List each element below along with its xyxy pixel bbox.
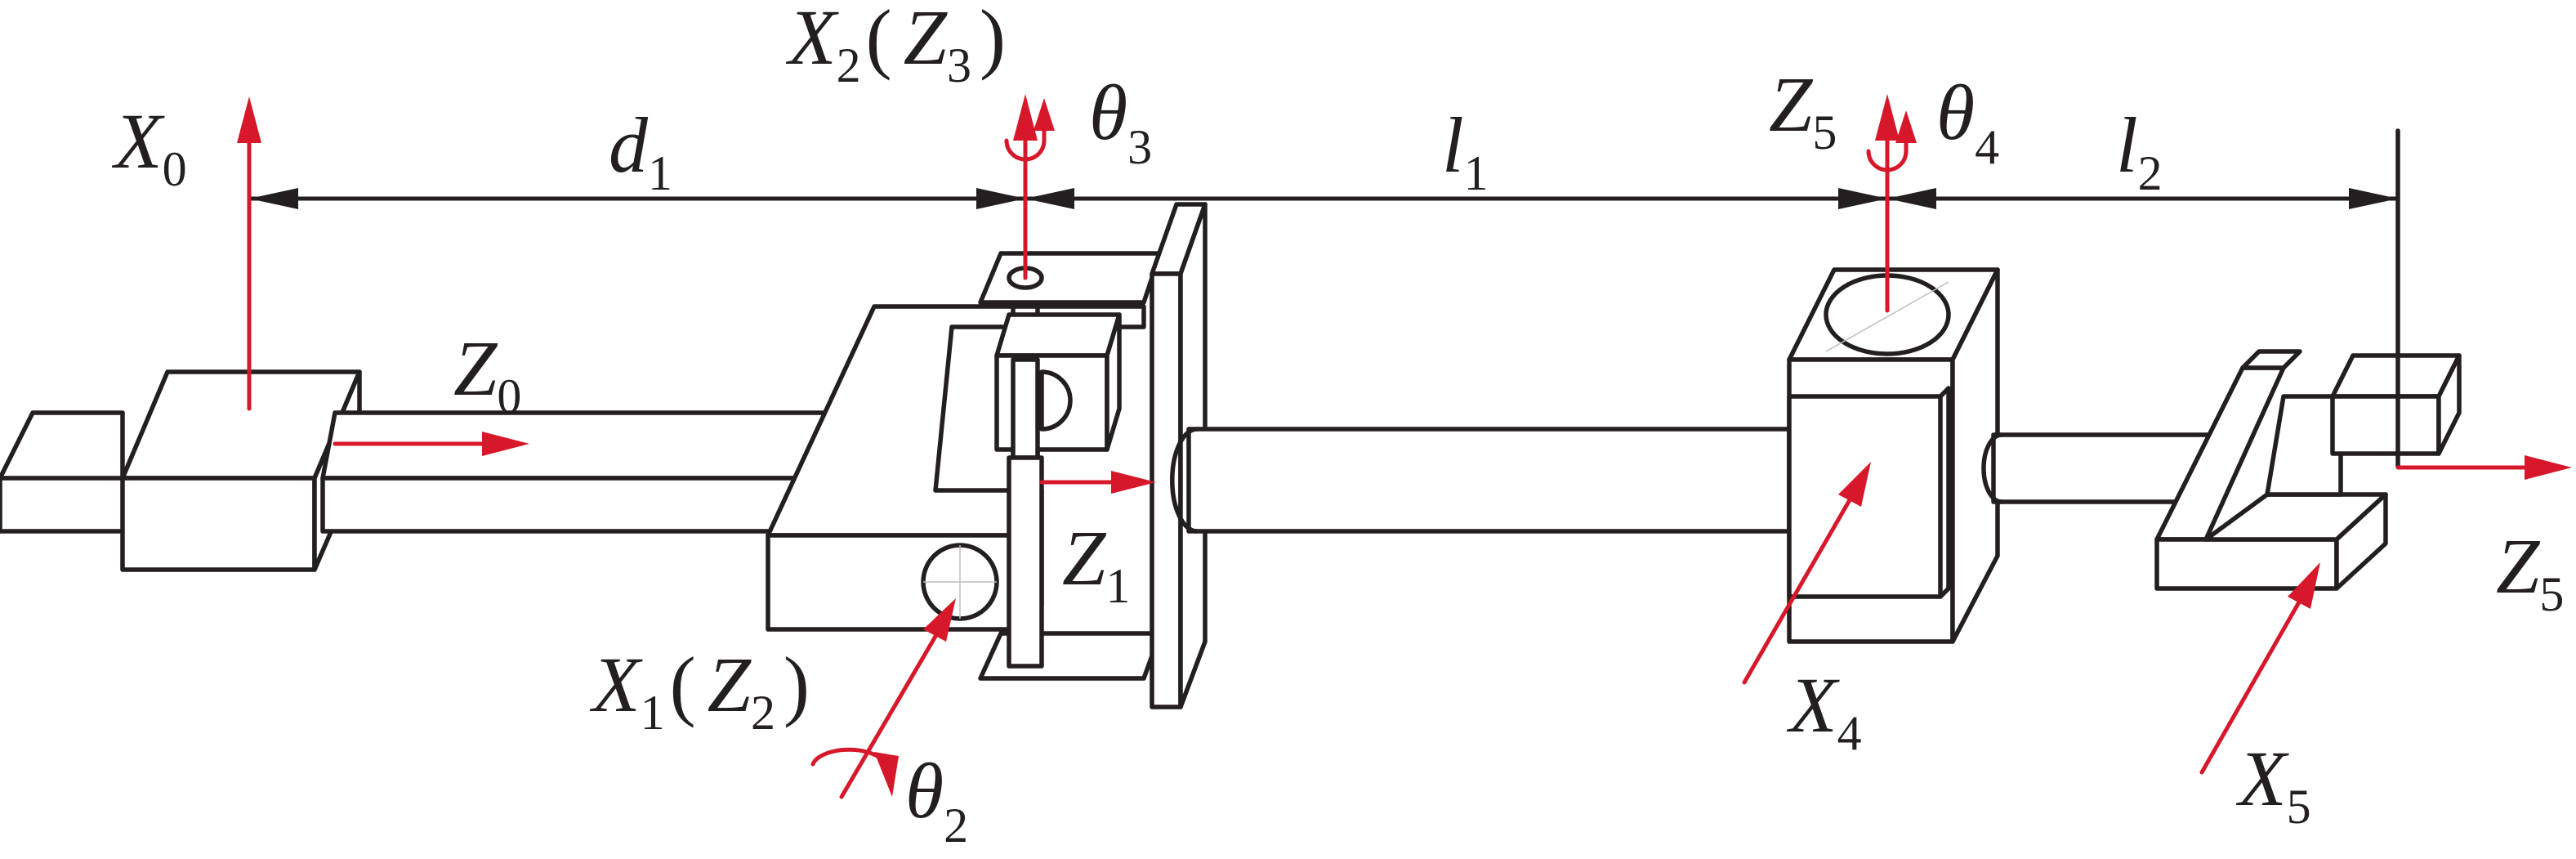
labels: X0 Z0 d1 X2(Z3) θ3 l1 Z5 θ4 l2 Z1 xyxy=(111,0,2564,852)
link-arm-l1 xyxy=(1170,427,1792,534)
guide-rail xyxy=(320,410,828,534)
joint4-block xyxy=(1787,267,2000,644)
x1-z2-label: X1(Z2) xyxy=(589,641,810,740)
theta2-label: θ2 xyxy=(905,747,968,852)
z5-top-label: Z5 xyxy=(1769,60,1837,159)
l1-label: l1 xyxy=(1442,101,1489,200)
joint3-yoke xyxy=(978,251,1163,681)
joint2-housing xyxy=(766,304,1146,632)
x2-z3-label: X2(Z3) xyxy=(785,0,1006,92)
x5-axis xyxy=(2199,598,2302,775)
z0-label: Z0 xyxy=(453,324,521,423)
d1-label: d1 xyxy=(609,101,672,200)
x1-z2-axis xyxy=(839,627,942,799)
theta2-rotation-arrow xyxy=(810,747,885,767)
gripper xyxy=(2154,349,2462,591)
x5-label: X5 xyxy=(2235,735,2311,834)
theta3-label: θ3 xyxy=(1089,69,1152,174)
theta4-label: θ4 xyxy=(1936,69,1999,174)
l2-label: l2 xyxy=(2116,101,2163,200)
dimension-lines xyxy=(249,188,2398,209)
z1-label: Z1 xyxy=(1062,514,1130,613)
x4-label: X4 xyxy=(1786,661,1862,760)
x0-label: X0 xyxy=(111,97,187,196)
z5-right-label: Z5 xyxy=(2496,522,2564,621)
theta4-rotation-arrow xyxy=(1866,132,1909,172)
base-rail-end xyxy=(0,410,125,534)
coordinate-axes xyxy=(237,94,2572,799)
x4-axis xyxy=(1742,496,1853,685)
theta3-rotation-arrow xyxy=(1004,120,1047,162)
